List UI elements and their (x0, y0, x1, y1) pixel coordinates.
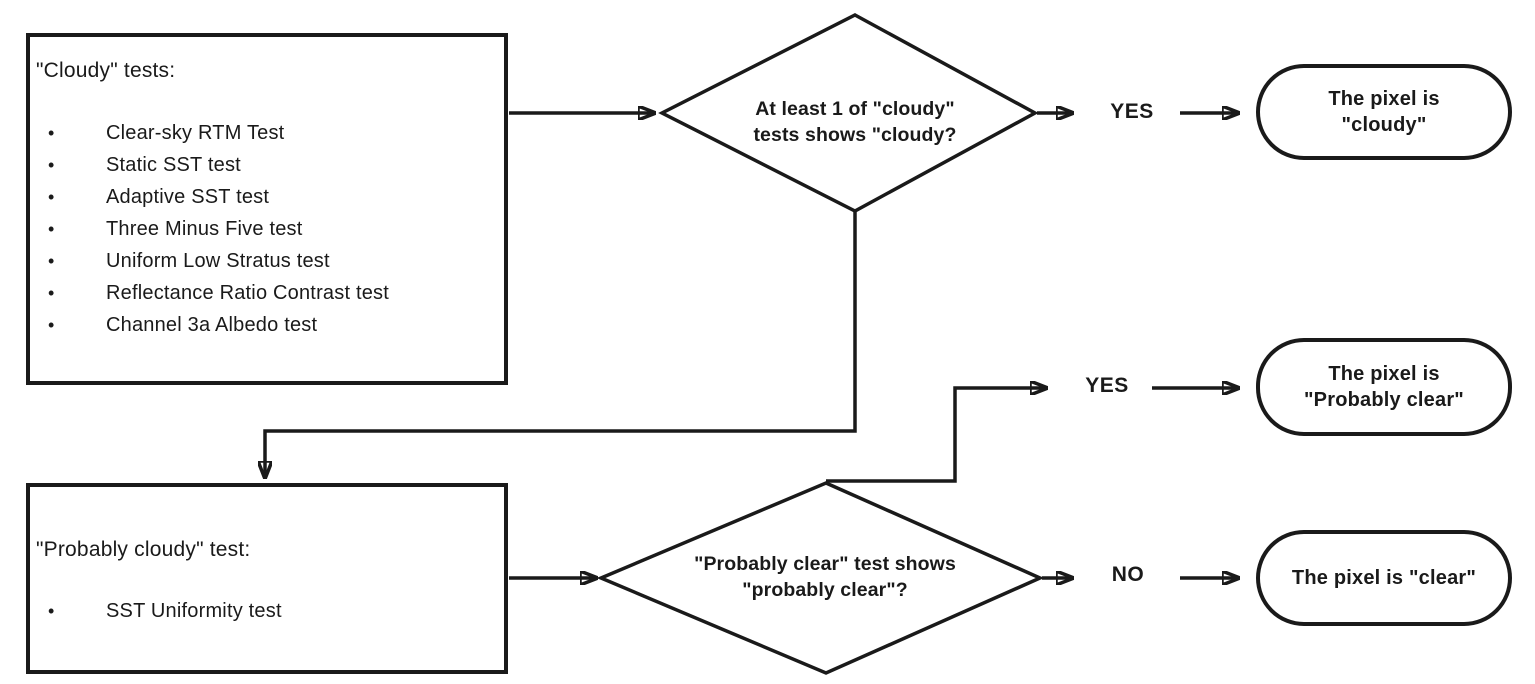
bullet-icon: • (48, 315, 55, 335)
probably-cloudy-test-title: "Probably cloudy" test: (36, 538, 251, 561)
bullet-icon: • (48, 601, 55, 621)
cloudy-tests-title: "Cloudy" tests: (36, 59, 176, 82)
terminal-pixel-probably-clear: The pixel is "Probably clear" (1256, 338, 1512, 436)
bullet-icon: • (48, 251, 55, 271)
edge-decision2-to-yes2-label (826, 388, 1046, 483)
list-item: • SST Uniformity test (36, 595, 498, 627)
list-item-label: Adaptive SST test (106, 186, 270, 208)
list-item-label: Clear-sky RTM Test (106, 122, 285, 144)
decision2-question-line1: "Probably clear" test shows (694, 553, 956, 575)
list-item-label: Reflectance Ratio Contrast test (106, 282, 389, 304)
list-item: • Adaptive SST test (36, 181, 498, 213)
terminal-cloudy-line1: The pixel is (1328, 88, 1440, 110)
bullet-icon: • (48, 187, 55, 207)
bullet-icon: • (48, 123, 55, 143)
decision1-question-line2: tests shows "cloudy? (753, 124, 957, 146)
terminal-pixel-clear: The pixel is "clear" (1256, 530, 1512, 626)
list-item-label: Channel 3a Albedo test (106, 314, 318, 336)
terminal-probably-clear-line2: "Probably clear" (1303, 389, 1464, 411)
decision1-question: At least 1 of "cloudy" tests shows "clou… (702, 96, 1008, 148)
list-item: • Uniform Low Stratus test (36, 245, 498, 277)
yes-label-cloudy: YES (1110, 100, 1154, 123)
decision1-question-line1: At least 1 of "cloudy" (755, 98, 955, 120)
list-item: • Reflectance Ratio Contrast test (36, 277, 498, 309)
terminal-cloudy-line2: "cloudy" (1341, 114, 1427, 136)
list-item: • Static SST test (36, 149, 498, 181)
list-item-label: Three Minus Five test (106, 218, 303, 240)
terminal-probably-clear-line1: The pixel is (1328, 363, 1440, 385)
decision1-diamond (658, 13, 1039, 213)
terminal-clear-line1: The pixel is "clear" (1291, 567, 1477, 589)
bullet-icon: • (48, 219, 55, 239)
decision2-diamond (596, 481, 1045, 675)
decision2-question: "Probably clear" test shows "probably cl… (660, 551, 990, 603)
cloudy-tests-list: • Clear-sky RTM Test • Static SST test •… (36, 117, 498, 341)
probably-cloudy-test-box: "Probably cloudy" test: • SST Uniformity… (26, 483, 508, 674)
list-item: • Three Minus Five test (36, 213, 498, 245)
probably-cloudy-test-list: • SST Uniformity test (36, 595, 498, 627)
cloudy-tests-box: "Cloudy" tests: • Clear-sky RTM Test • S… (26, 33, 508, 385)
no-label-clear: NO (1111, 563, 1145, 586)
bullet-icon: • (48, 155, 55, 175)
bullet-icon: • (48, 283, 55, 303)
yes-label-probably-clear: YES (1085, 374, 1129, 397)
list-item: • Channel 3a Albedo test (36, 309, 498, 341)
list-item: • Clear-sky RTM Test (36, 117, 498, 149)
list-item-label: SST Uniformity test (106, 600, 282, 622)
edge-decision1-to-probablycloudy-box (265, 212, 857, 477)
list-item-label: Static SST test (106, 154, 241, 176)
terminal-pixel-cloudy: The pixel is "cloudy" (1256, 64, 1512, 160)
list-item-label: Uniform Low Stratus test (106, 250, 330, 272)
decision2-question-line2: "probably clear"? (742, 579, 908, 601)
